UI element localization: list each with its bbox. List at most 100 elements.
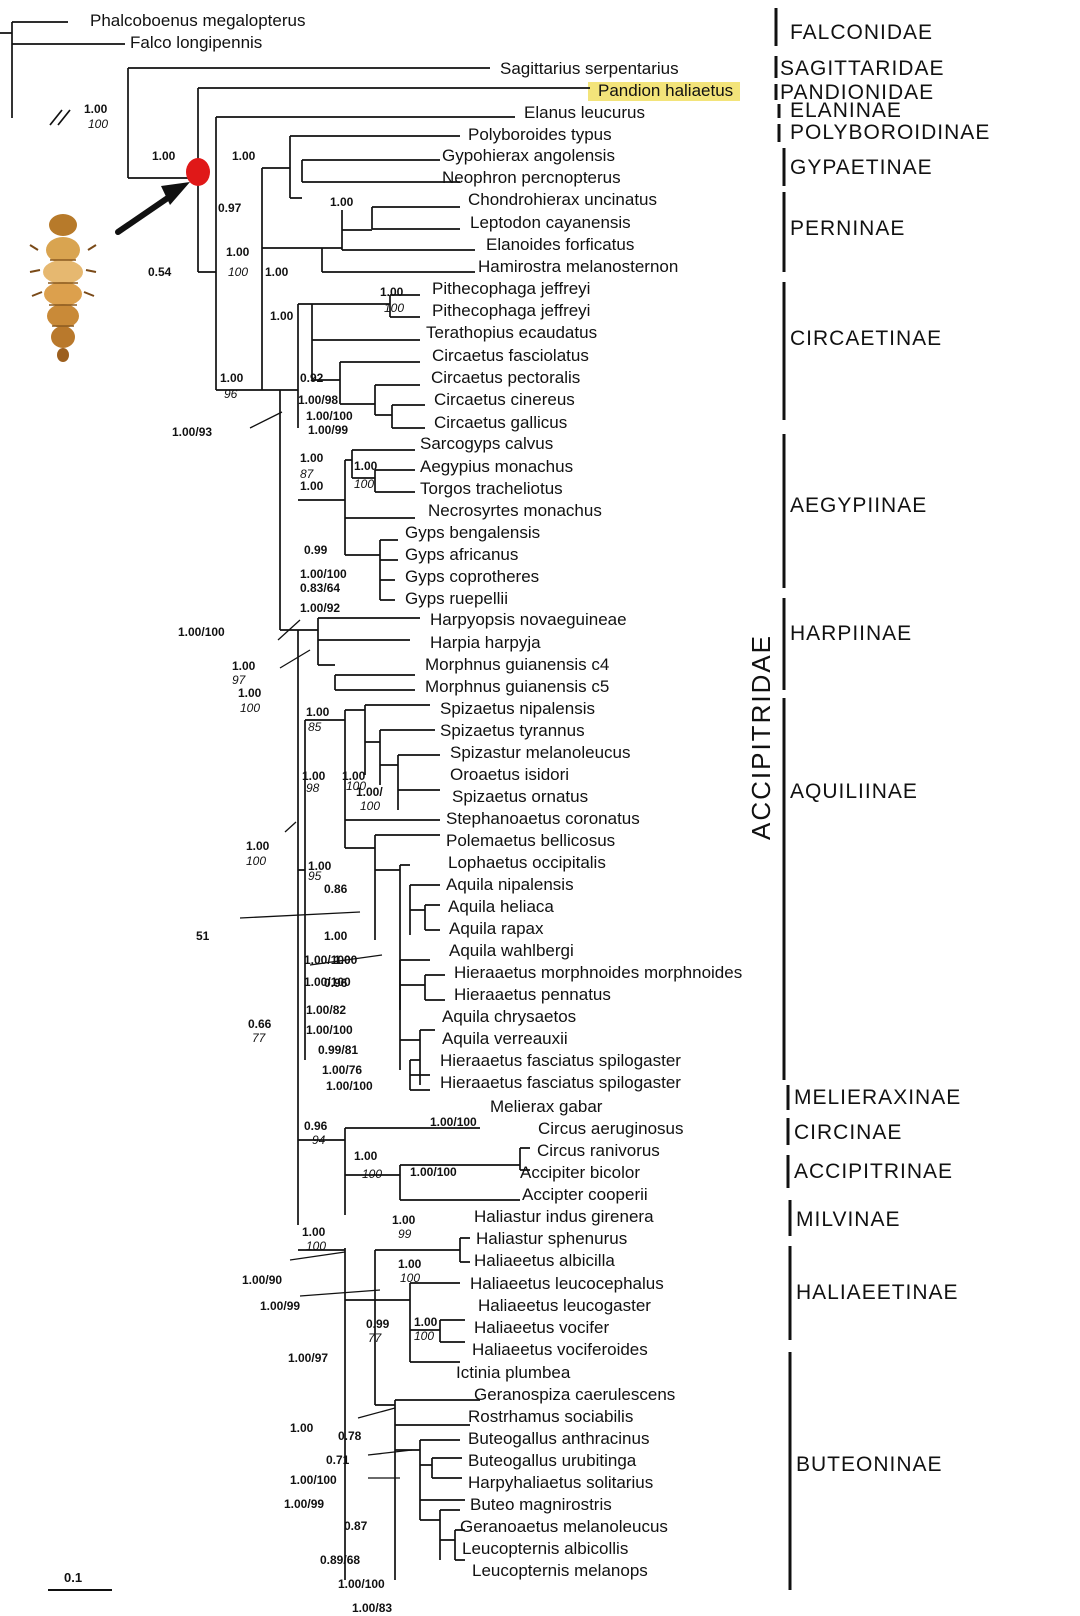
support-value: 1.00 [220, 371, 244, 385]
support-value: 100 [88, 117, 108, 131]
taxon-label: Necrosyrtes monachus [428, 501, 602, 520]
taxon-label: Geranoaetus melanoleucus [460, 1517, 668, 1536]
taxon-label: Ictinia plumbea [456, 1363, 571, 1382]
taxon-label: Haliaeetus leucogaster [478, 1296, 651, 1315]
support-value: 94 [312, 1133, 326, 1147]
support-value: 1.00 [354, 1149, 378, 1163]
support-value: 0.78 [338, 1429, 362, 1443]
support-value: 1.00 [354, 459, 378, 473]
taxon-label: Leptodon cayanensis [470, 213, 631, 232]
taxon-label: Aquila verreauxii [442, 1029, 568, 1048]
support-value: 1.00 [300, 479, 324, 493]
support-value: 1.00/99 [308, 423, 348, 437]
taxon-label: Buteo magnirostris [470, 1495, 612, 1514]
family-label: BUTEONINAE [796, 1453, 943, 1476]
support-value: 1.00/100 [290, 1473, 337, 1487]
support-value: 1.00/100 [300, 567, 347, 581]
support-value: 0.96 [304, 1119, 328, 1133]
support-value: 100 [400, 1271, 420, 1285]
taxon-label: Spizaetus tyrannus [440, 721, 585, 740]
support-value: 77 [252, 1031, 267, 1045]
taxon-label: Torgos tracheliotus [420, 479, 563, 498]
taxon-label: Leucopternis albicollis [462, 1539, 628, 1558]
taxon-label: Harpyhaliaetus solitarius [468, 1473, 653, 1492]
taxon-label: Accipter cooperii [522, 1185, 648, 1204]
taxon-label: Polemaetus bellicosus [446, 831, 615, 850]
accipitridae-label: ACCIPITRIDAE [746, 634, 776, 840]
taxon-label: Circus ranivorus [537, 1141, 660, 1160]
support-value: 1.00 [246, 839, 270, 853]
support-value: 1.00 [232, 149, 256, 163]
taxon-label: Morphnus guianensis c5 [425, 677, 609, 696]
scale-label: 0.1 [64, 1570, 82, 1585]
taxon-label: Geranospiza caerulescens [474, 1385, 675, 1404]
support-value: 1.00 [380, 285, 404, 299]
support-value: 1.00 [152, 149, 176, 163]
support-value: 1.00/82 [306, 1003, 346, 1017]
taxon-label: Buteogallus anthracinus [468, 1429, 649, 1448]
taxon-label: Rostrhamus sociabilis [468, 1407, 633, 1426]
support-value: 95 [308, 869, 322, 883]
taxon-label: Aquila chrysaetos [442, 1007, 576, 1026]
support-value: 100 [228, 265, 248, 279]
support-value: 100 [414, 1329, 434, 1343]
family-label: AQUILIINAE [790, 780, 918, 803]
family-label: GYPAETINAE [790, 156, 933, 179]
family-label: HALIAEETINAE [796, 1281, 959, 1304]
support-value: 100 [360, 799, 380, 813]
taxon-label: Morphnus guianensis c4 [425, 655, 609, 674]
taxon-label: Hieraaetus pennatus [454, 985, 611, 1004]
support-value: 1.00/92 [300, 601, 340, 615]
support-value: 98 [306, 781, 320, 795]
support-value: 97 [232, 673, 247, 687]
support-value: 1.00/100 [326, 1079, 373, 1093]
support-value: 100 [384, 301, 404, 315]
taxon-label: Sagittarius serpentarius [500, 59, 679, 78]
taxon-label: Polyboroides typus [468, 125, 612, 144]
support-value: 1.00 [270, 309, 294, 323]
support-value: 1.00 [398, 1257, 422, 1271]
support-value: 1.00 [306, 705, 330, 719]
taxon-label: Circus aeruginosus [538, 1119, 684, 1138]
taxon-label: Phalcoboenus megalopterus [90, 11, 305, 30]
support-value: 1.00 [84, 102, 108, 116]
support-value: 1.00 [226, 245, 250, 259]
taxon-label: Oroaetus isidori [450, 765, 569, 784]
taxon-label: Circaetus cinereus [434, 390, 575, 409]
support-value: 1.00/100 [306, 1023, 353, 1037]
family-label: ACCIPITRINAE [794, 1160, 953, 1183]
taxon-label: Chondrohierax uncinatus [468, 190, 657, 209]
support-value: 0.99 [304, 543, 328, 557]
taxon-label: Hieraaetus morphnoides morphnoides [454, 963, 742, 982]
support-value: 1.00/100 [306, 409, 353, 423]
support-value: 100 [354, 477, 374, 491]
taxon-label: Haliastur indus girenera [474, 1207, 654, 1226]
support-value: 99 [398, 1227, 412, 1241]
taxon-label: Terathopius ecaudatus [426, 323, 597, 342]
support-value: 1.00/100 [178, 625, 225, 639]
family-label: AEGYPIINAE [790, 494, 927, 517]
taxon-label: Hieraaetus fasciatus spilogaster [440, 1051, 681, 1070]
taxon-label: Lophaetus occipitalis [448, 853, 606, 872]
family-label: MELIERAXINAE [794, 1086, 961, 1109]
support-value: 100 [306, 1239, 326, 1253]
support-value: 0.66 [248, 1017, 272, 1031]
taxon-label: Hamirostra melanosternon [478, 257, 678, 276]
support-value: 1.00 [232, 659, 256, 673]
taxon-label: Gypohierax angolensis [442, 146, 615, 165]
support-value: 1.00 [238, 686, 262, 700]
support-value: 0.71 [326, 1453, 350, 1467]
family-label: FALCONIDAE [790, 21, 933, 44]
support-value: 77 [368, 1331, 383, 1345]
taxon-label: Harpyopsis novaeguineae [430, 610, 627, 629]
support-value: 0.83/64 [300, 581, 340, 595]
taxon-label: Aquila rapax [449, 919, 544, 938]
taxon-label: Circaetus gallicus [434, 413, 567, 432]
support-value: 0.96 [324, 976, 348, 990]
support-value: 100 [240, 701, 260, 715]
support-value: 1.00 [265, 265, 289, 279]
taxon-label: Buteogallus urubitinga [468, 1451, 637, 1470]
taxon-label: Harpia harpyja [430, 633, 541, 652]
support-value: 1.00/83 [352, 1601, 392, 1615]
family-label: CIRCAETINAE [790, 327, 942, 350]
